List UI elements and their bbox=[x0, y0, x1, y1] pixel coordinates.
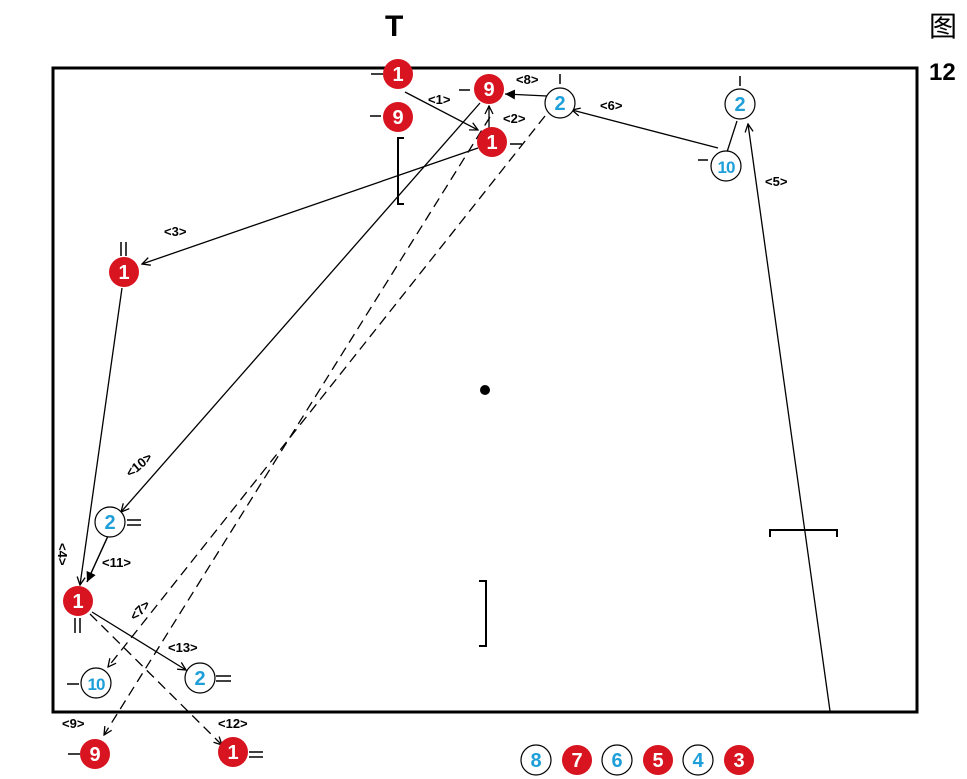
pass-line-4 bbox=[80, 287, 123, 585]
bench-player-red-3[interactable]: 3 bbox=[724, 745, 754, 775]
figure-glyph: 图 bbox=[929, 11, 957, 42]
field-boundary bbox=[51, 66, 919, 714]
svg-text:2: 2 bbox=[104, 512, 115, 534]
svg-text:1: 1 bbox=[227, 742, 238, 764]
player-blue-2-right[interactable]: 2 bbox=[724, 88, 756, 120]
svg-text:9: 9 bbox=[89, 744, 100, 766]
svg-text:4: 4 bbox=[692, 750, 704, 772]
svg-text:10: 10 bbox=[718, 158, 735, 177]
bench-player-red-7[interactable]: 7 bbox=[562, 745, 592, 775]
pass-label-5: <5> bbox=[765, 174, 788, 189]
svg-text:10: 10 bbox=[88, 675, 105, 694]
bench-player-red-5[interactable]: 5 bbox=[643, 745, 673, 775]
pass-line-5 bbox=[748, 124, 831, 712]
player-blue-2-low[interactable]: 2 bbox=[184, 662, 216, 694]
pass-line-13 bbox=[91, 611, 186, 670]
svg-text:1: 1 bbox=[118, 262, 129, 284]
center-spot bbox=[480, 385, 490, 395]
player-red-9-out[interactable]: 9 bbox=[80, 739, 110, 769]
pass-line-8 bbox=[504, 89, 548, 100]
pass-label-4: <4> bbox=[55, 543, 70, 566]
player-red-1-low[interactable]: 1 bbox=[63, 586, 93, 616]
pass-label-8: <8> bbox=[516, 72, 539, 87]
svg-text:6: 6 bbox=[611, 750, 622, 772]
pass-line-1 bbox=[404, 91, 478, 130]
pass-label-6: <6> bbox=[600, 98, 623, 113]
dashed-line-9 bbox=[104, 116, 491, 735]
svg-text:2: 2 bbox=[734, 94, 745, 116]
svg-text:5: 5 bbox=[652, 750, 663, 772]
bracket-marker-3 bbox=[769, 529, 838, 537]
player-red-1-out[interactable]: 1 bbox=[218, 737, 248, 767]
top-symbol: T bbox=[385, 10, 403, 43]
player-blue-10-top[interactable]: 10 bbox=[710, 150, 742, 182]
pass-line-3 bbox=[142, 147, 479, 264]
player-red-1-top[interactable]: 1 bbox=[383, 59, 413, 89]
svg-text:1: 1 bbox=[72, 591, 83, 613]
pass-line-10-seg bbox=[726, 120, 738, 153]
pass-label-12: <12> bbox=[218, 716, 248, 731]
pass-line-10 bbox=[121, 102, 481, 512]
bracket-marker-2 bbox=[479, 580, 487, 647]
pass-label-2: <2> bbox=[503, 111, 526, 126]
player-red-9-goal[interactable]: 9 bbox=[474, 74, 504, 104]
bench-player-blue-8[interactable]: 8 bbox=[520, 744, 552, 776]
player-red-9-top[interactable]: 9 bbox=[383, 102, 413, 132]
svg-text:7: 7 bbox=[571, 750, 582, 772]
player-tick-marks bbox=[67, 73, 741, 758]
svg-text:9: 9 bbox=[392, 107, 403, 129]
player-blue-10-low[interactable]: 10 bbox=[80, 667, 112, 699]
pass-line-6 bbox=[572, 110, 719, 149]
pass-label-11: <11> bbox=[102, 555, 131, 570]
svg-text:2: 2 bbox=[554, 93, 565, 115]
pass-label-9: <9> bbox=[62, 716, 85, 731]
svg-text:8: 8 bbox=[530, 750, 541, 772]
pass-label-10: <10> bbox=[123, 449, 156, 480]
bench-row: 8 7 6 5 4 3 bbox=[520, 744, 754, 776]
bracket-marker-1 bbox=[397, 137, 404, 205]
svg-text:2: 2 bbox=[194, 668, 205, 690]
svg-text:1: 1 bbox=[392, 64, 403, 86]
bench-player-blue-4[interactable]: 4 bbox=[682, 744, 714, 776]
pass-line-11 bbox=[86, 535, 109, 583]
svg-text:3: 3 bbox=[733, 750, 744, 772]
player-blue-2-top[interactable]: 2 bbox=[544, 87, 576, 119]
pass-label-7: <7> bbox=[127, 597, 154, 624]
player-blue-2-left[interactable]: 2 bbox=[94, 506, 126, 538]
pass-label-3: <3> bbox=[164, 224, 187, 239]
pass-label-13: <13> bbox=[168, 640, 198, 655]
svg-text:1: 1 bbox=[486, 132, 497, 154]
figure-number: 12 bbox=[929, 59, 956, 86]
pass-label-1: <1> bbox=[428, 92, 451, 107]
dashed-line-7 bbox=[108, 115, 546, 667]
player-red-1-left[interactable]: 1 bbox=[109, 257, 139, 287]
player-red-1-mid[interactable]: 1 bbox=[477, 127, 507, 157]
bench-player-blue-6[interactable]: 6 bbox=[601, 744, 633, 776]
svg-text:9: 9 bbox=[483, 79, 494, 101]
